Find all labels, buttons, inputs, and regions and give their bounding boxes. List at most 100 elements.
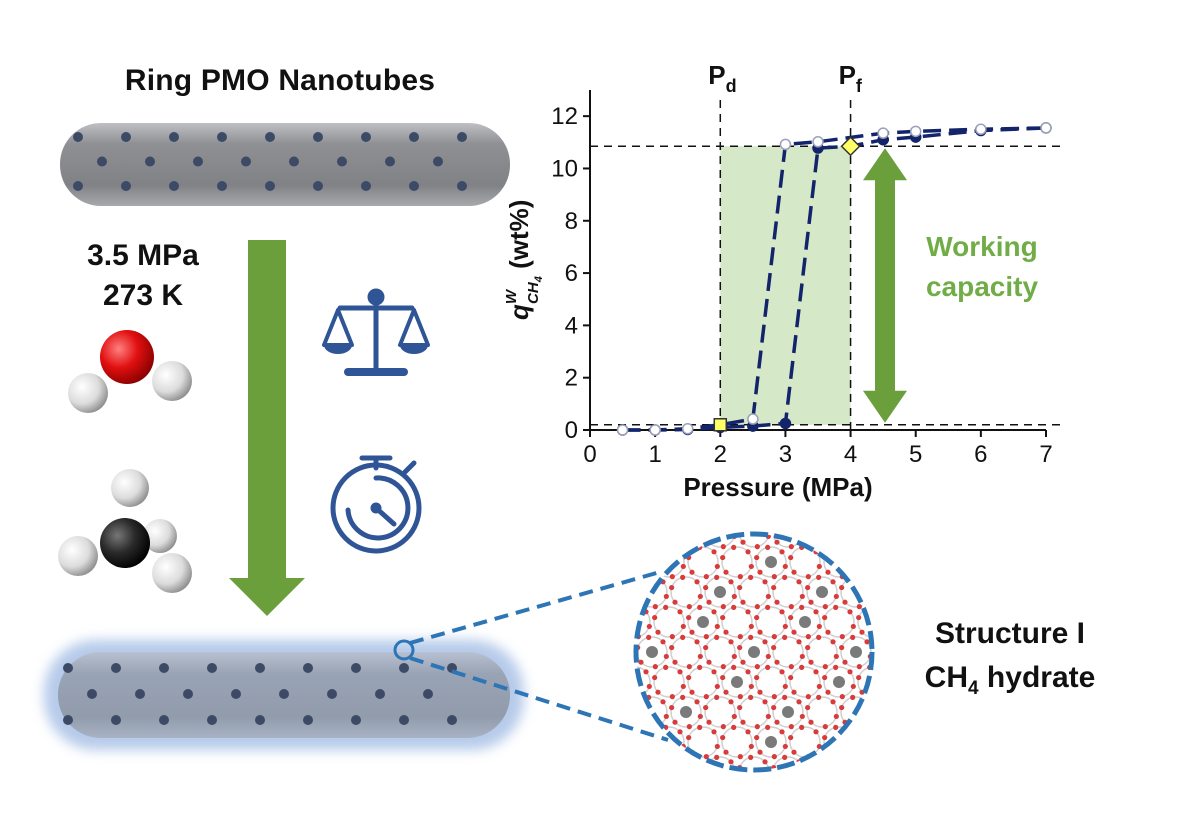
oxygen-atom — [774, 780, 779, 785]
water-cage — [704, 636, 736, 668]
oxygen-atom — [796, 639, 802, 645]
y-tick-label: 0 — [565, 417, 578, 444]
oxygen-atom — [720, 614, 726, 621]
oxygen-atom — [672, 719, 678, 725]
water-cage — [687, 726, 719, 758]
methane-guest — [833, 676, 845, 688]
oxygen-atom — [680, 574, 686, 580]
pore-dot — [375, 689, 385, 699]
oxygen-atom — [774, 719, 780, 725]
oxygen-atom — [782, 574, 788, 580]
pore-dot — [409, 132, 419, 142]
pore-dot — [241, 156, 251, 167]
oxygen-atom — [774, 659, 780, 665]
oxygen-atom — [728, 579, 734, 585]
water-cage — [755, 726, 787, 758]
x-tick-label: 4 — [844, 441, 857, 468]
oxygen-atom — [677, 669, 683, 675]
oxygen-atom — [850, 743, 856, 750]
oxygen-atom — [663, 593, 669, 600]
oxygen-atom — [660, 699, 666, 705]
hydrate-structure-zoom — [618, 519, 875, 789]
oxygen-atom — [638, 659, 644, 665]
oxygen-atom — [825, 569, 831, 575]
methane-guest — [646, 646, 658, 658]
oxygen-atom — [842, 599, 848, 605]
oxygen-atom — [618, 615, 623, 620]
pore-dot — [145, 156, 155, 167]
oxygen-atom — [669, 754, 675, 760]
x-tick-label: 6 — [974, 441, 987, 468]
oxygen-atom — [788, 544, 794, 550]
conditions-label: 3.5 MPa 273 K — [78, 236, 208, 316]
oxygen-atom — [663, 604, 669, 610]
oxygen-atom — [740, 599, 746, 605]
oxygen-atom — [669, 574, 675, 580]
pore-dot — [351, 715, 361, 725]
page-title: Ring PMO Nanotubes — [124, 64, 436, 97]
pore-dot — [313, 132, 323, 142]
oxygen-atom — [833, 593, 839, 600]
oxygen-atom — [618, 675, 623, 680]
oxygen-atom — [703, 644, 709, 651]
water-cage — [772, 636, 804, 668]
oxygen-atom — [737, 634, 743, 640]
oxygen-atom — [706, 719, 712, 725]
water-cage — [823, 666, 855, 698]
oxygen-atom — [686, 664, 692, 670]
oxygen-atom — [816, 634, 822, 640]
oxygen-atom — [757, 629, 763, 635]
oxygen-atom — [748, 634, 754, 640]
pressure-marker-label: Pf — [839, 60, 863, 96]
oxygen-atom — [621, 690, 626, 695]
oxygen-atom — [822, 664, 828, 670]
oxygen-atom — [720, 724, 726, 730]
oxygen-atom — [762, 519, 767, 524]
oxygen-atom — [745, 549, 751, 555]
oxygen-atom — [737, 644, 743, 651]
water-cage — [670, 576, 702, 608]
water-cage — [687, 666, 719, 698]
water-cage — [772, 756, 804, 770]
oxygen-atom — [779, 729, 785, 735]
pore-dot — [135, 689, 145, 699]
oxygen-atom — [686, 674, 692, 681]
oxygen-atom — [731, 593, 737, 600]
pore-dot — [255, 663, 265, 673]
oxygen-atom — [771, 584, 777, 591]
pore-dot — [361, 132, 371, 142]
pore-dot — [385, 156, 395, 167]
zoom-connector — [409, 570, 669, 742]
oxygen-atom — [714, 563, 720, 570]
methane-guest — [799, 616, 811, 628]
hydrate-nanotube — [44, 640, 524, 750]
zoom-source-circle — [393, 639, 415, 661]
pore-dot — [409, 181, 419, 191]
oxygen-atom — [791, 749, 797, 755]
oxygen-atom — [660, 639, 666, 645]
oxygen-atom — [703, 584, 709, 591]
pore-dot — [111, 663, 121, 673]
oxygen-atom — [833, 664, 839, 670]
oxygen-atom — [728, 759, 734, 765]
oxygen-atom — [652, 674, 658, 681]
oxygen-atom — [723, 689, 729, 695]
oxygen-atom — [799, 593, 805, 600]
oxygen-atom — [867, 713, 872, 720]
pore-dot — [63, 715, 73, 725]
methane-guest — [782, 706, 794, 718]
empty-nanotube — [60, 123, 510, 206]
oxygen-atom — [720, 544, 726, 550]
oxygen-atom — [740, 780, 745, 785]
oxygen-atom — [745, 609, 751, 615]
oxygen-atom — [669, 644, 675, 651]
oxygen-atom — [839, 584, 845, 591]
oxygen-atom — [788, 724, 794, 730]
y-tick-label: 12 — [551, 103, 578, 130]
oxygen-atom — [805, 574, 811, 580]
oxygen-atom — [748, 743, 754, 750]
oxygen-atom — [789, 784, 794, 789]
oxygen-atom — [765, 604, 771, 610]
water-cage — [721, 666, 753, 698]
